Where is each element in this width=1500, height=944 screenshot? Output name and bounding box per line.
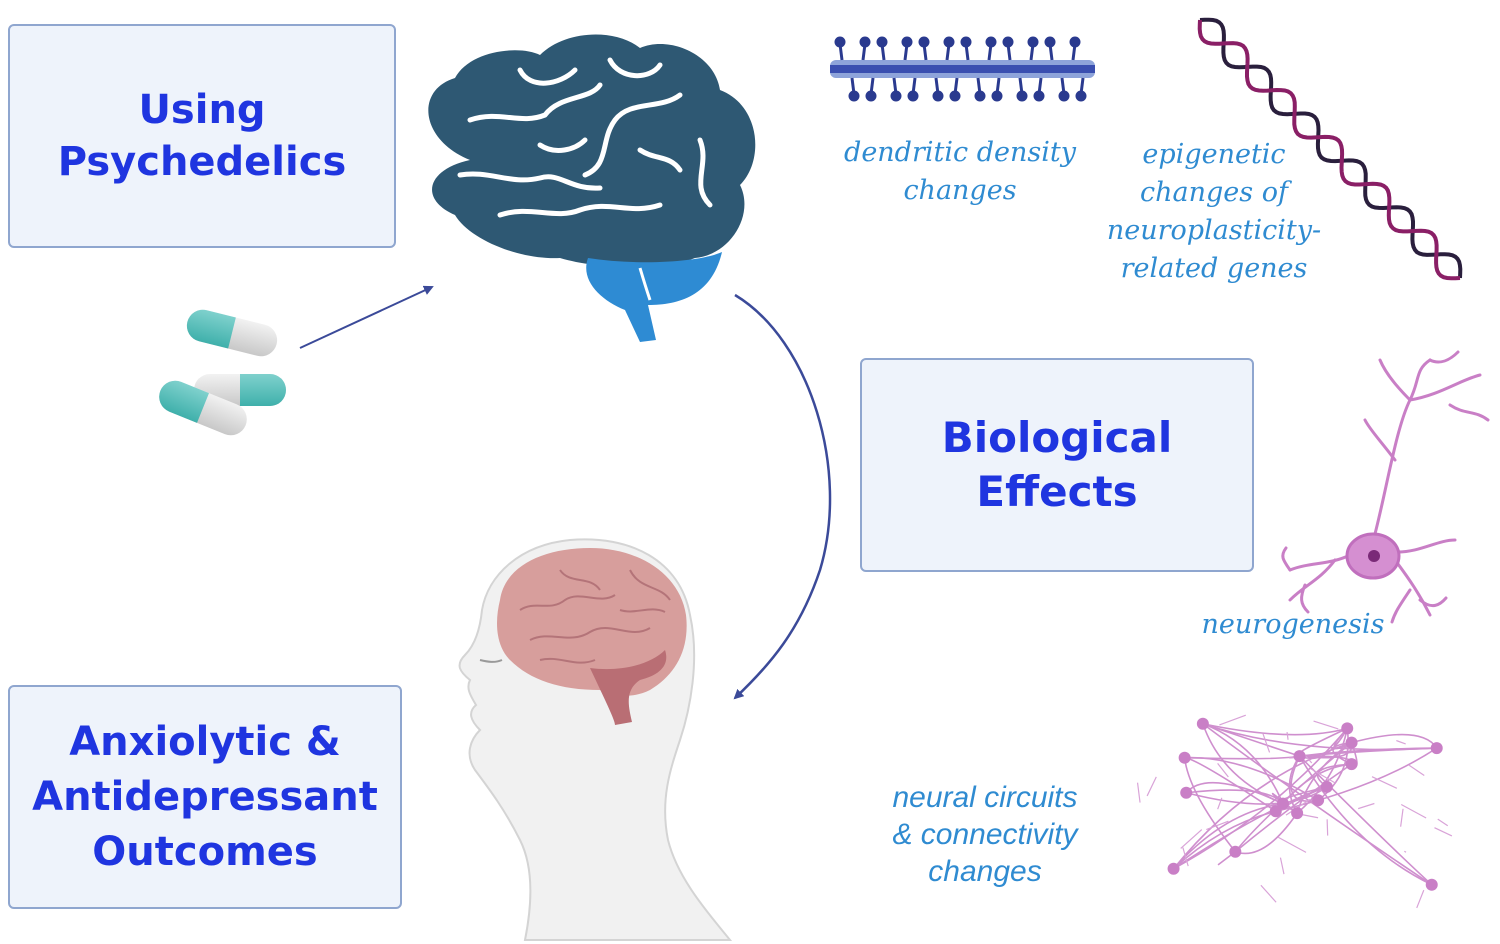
epigenetic-line4: related genes — [1120, 253, 1308, 284]
biological-effects-box: Biological Effects — [860, 358, 1254, 572]
neuron-icon — [1281, 350, 1490, 624]
bio-line2: Effects — [976, 467, 1138, 516]
using-psychedelics-box: Using Psychedelics — [8, 24, 396, 248]
outcomes-line2: Antidepressant — [32, 773, 378, 820]
using-line1: Using — [138, 87, 266, 133]
epigenetic-line2: changes of — [1140, 177, 1288, 208]
dendrite-icon — [830, 36, 1095, 102]
circuits-line2: & connectivity — [892, 818, 1078, 851]
using-line2: Psychedelics — [57, 139, 347, 185]
arrow-to-outcomes — [733, 293, 832, 700]
circuits-line1: neural circuits — [892, 781, 1078, 814]
neurogenesis-label: neurogenesis — [1195, 606, 1391, 644]
dendritic-label: dendritic density changes — [830, 134, 1090, 210]
epigenetic-line1: epigenetic — [1142, 139, 1286, 170]
dendritic-line2: changes — [903, 175, 1017, 206]
epigenetic-line3: neuroplasticity- — [1106, 215, 1322, 246]
bio-line1: Biological — [941, 413, 1173, 462]
brain-icon — [428, 34, 756, 342]
outcomes-line3: Outcomes — [92, 828, 318, 875]
dna-helix-icon — [1197, 17, 1463, 281]
arrow-to-brain — [299, 285, 434, 349]
neural-network-icon — [1136, 714, 1453, 909]
epigenetic-label: epigenetic changes of neuroplasticity- r… — [1098, 136, 1330, 288]
outcomes-box: Anxiolytic & Antidepressant Outcomes — [8, 685, 402, 909]
neurogenesis-line1: neurogenesis — [1201, 609, 1385, 640]
outcomes-line1: Anxiolytic & — [69, 718, 341, 765]
circuits-line3: changes — [928, 855, 1042, 888]
dendritic-line1: dendritic density — [844, 137, 1076, 168]
human-head-brain-icon — [458, 538, 733, 941]
circuits-label: neural circuits & connectivity changes — [860, 779, 1110, 890]
pill-capsule-icon — [159, 309, 286, 436]
